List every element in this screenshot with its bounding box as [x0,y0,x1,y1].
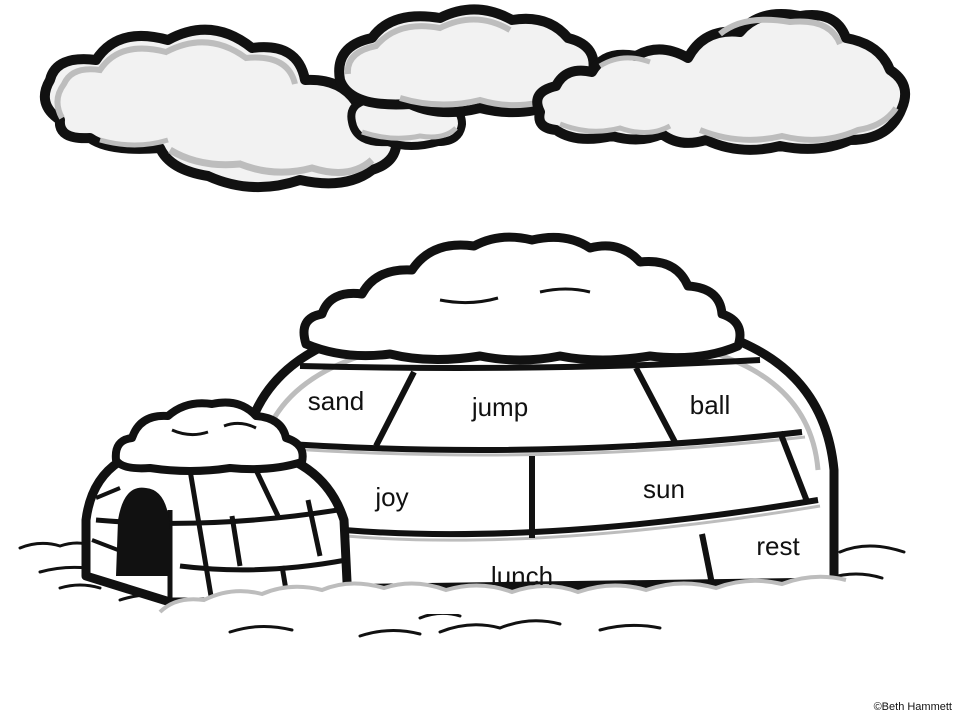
word-rest: rest [756,531,800,561]
cloud-right-icon [532,9,910,155]
igloo-tunnel [81,398,353,607]
snow-drift [158,574,870,614]
word-jump: jump [471,392,528,422]
word-sun: sun [643,474,685,504]
igloo-tunnel-icon [116,487,170,576]
word-joy: joy [374,482,408,512]
copyright-credit: ©Beth Hammett [874,701,952,713]
igloo-words: sand jump ball joy sun rest lunch [308,386,801,591]
igloo-main [237,232,839,595]
word-sand: sand [308,386,364,416]
word-ball: ball [690,390,730,420]
word-lunch: lunch [491,561,553,591]
clouds [39,4,910,193]
